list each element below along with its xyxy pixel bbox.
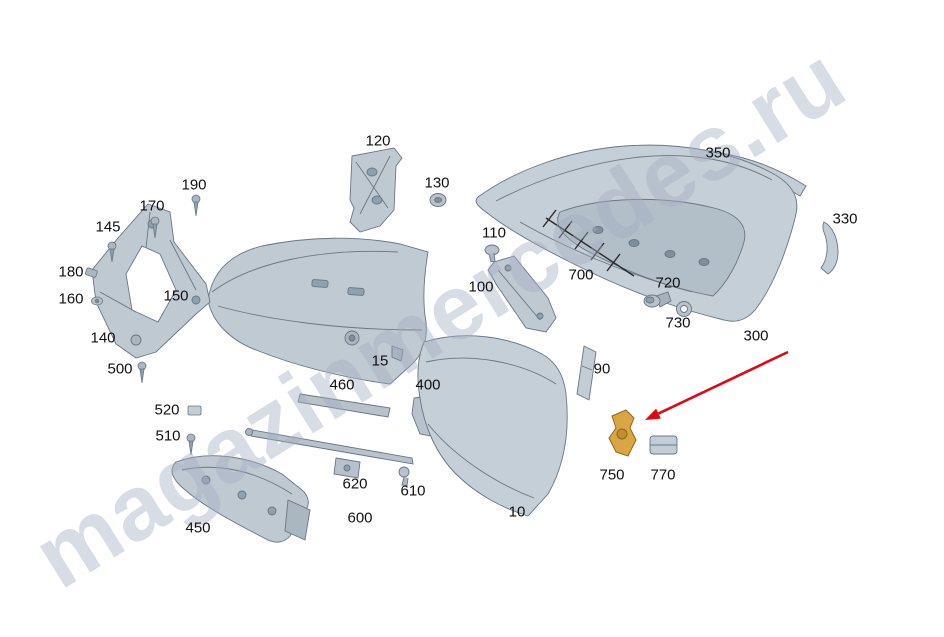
part-label-130: 130	[424, 174, 450, 192]
part-label-15: 15	[371, 352, 389, 370]
part-drawing-130	[429, 193, 447, 207]
part-drawing-170	[150, 216, 160, 239]
part-label-190: 190	[181, 176, 207, 194]
part-label-170: 170	[139, 197, 165, 215]
part-label-330: 330	[832, 210, 858, 228]
part-label-120: 120	[365, 132, 391, 150]
part-label-150: 150	[163, 287, 189, 305]
part-drawing-330	[820, 221, 839, 275]
red-arrow	[645, 350, 789, 420]
part-label-145: 145	[95, 218, 121, 236]
part-drawing-600	[245, 428, 414, 465]
part-label-400: 400	[415, 376, 441, 394]
part-label-450: 450	[185, 519, 211, 537]
part-label-460: 460	[329, 376, 355, 394]
part-label-720: 720	[655, 274, 681, 292]
part-drawing-750	[608, 409, 637, 457]
part-drawing-145	[107, 241, 117, 263]
part-drawing-160	[91, 296, 103, 306]
part-label-160: 160	[58, 290, 84, 308]
part-drawing-730	[676, 301, 692, 317]
part-label-610: 610	[400, 482, 426, 500]
part-label-600: 600	[347, 509, 373, 527]
part-label-90: 90	[593, 360, 611, 378]
part-drawing-610	[398, 466, 410, 487]
part-drawing-190	[191, 194, 201, 217]
part-drawing-500	[137, 361, 147, 384]
part-label-500: 500	[107, 360, 133, 378]
part-drawing-720	[643, 291, 672, 308]
part-drawing-520	[187, 405, 202, 416]
part-label-730: 730	[665, 314, 691, 332]
part-drawing-120	[349, 147, 403, 233]
part-drawing-110	[484, 244, 500, 263]
part-label-770: 770	[650, 466, 676, 484]
part-label-140: 140	[90, 329, 116, 347]
part-drawing-450	[171, 455, 311, 543]
part-drawing-100	[487, 255, 557, 333]
part-label-180: 180	[58, 263, 84, 281]
part-drawing-90	[576, 345, 597, 401]
part-drawing-510	[186, 433, 196, 456]
part-drawing-180	[84, 267, 98, 278]
part-label-510: 510	[155, 427, 181, 445]
part-drawing-10	[417, 335, 568, 517]
part-label-520: 520	[154, 401, 180, 419]
part-label-300: 300	[743, 327, 769, 345]
part-drawing-inner-carrier	[207, 237, 429, 385]
part-drawing-300	[475, 144, 798, 322]
part-label-10: 10	[508, 503, 526, 521]
part-label-750: 750	[599, 466, 625, 484]
part-label-100: 100	[468, 278, 494, 296]
part-label-350: 350	[705, 144, 731, 162]
part-drawing-15	[391, 345, 404, 362]
part-drawing-620	[333, 457, 361, 479]
part-drawing-700	[542, 209, 635, 277]
part-label-700: 700	[568, 266, 594, 284]
part-drawing-460	[297, 393, 391, 418]
part-label-620: 620	[342, 475, 368, 493]
part-drawing-770	[649, 435, 678, 455]
part-label-110: 110	[482, 224, 506, 242]
